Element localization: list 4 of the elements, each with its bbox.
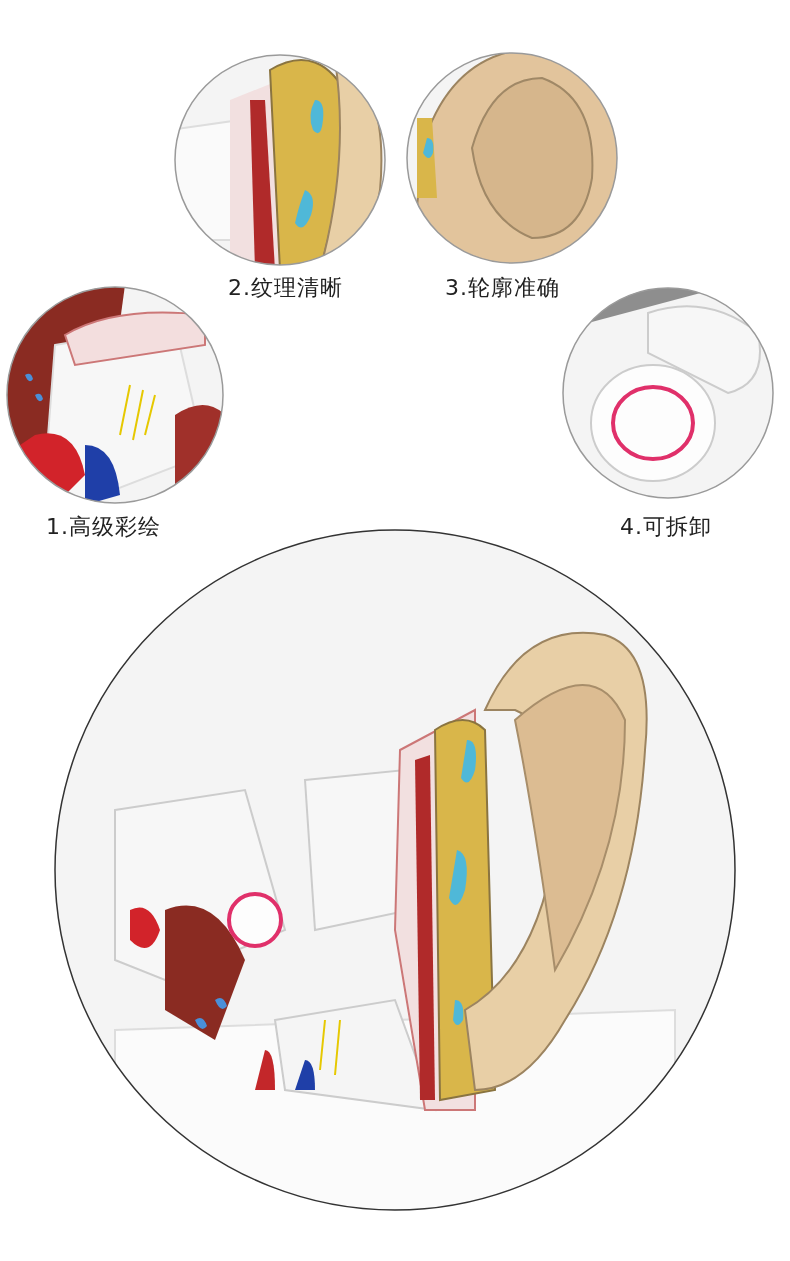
photo-caption: 1.高级彩绘 xyxy=(46,513,161,541)
photo-caption: 2.纹理清晰 xyxy=(228,274,343,302)
photo-caption: 4.可拆卸 xyxy=(620,513,712,541)
photo-caption: 3.轮廓准确 xyxy=(445,274,560,302)
